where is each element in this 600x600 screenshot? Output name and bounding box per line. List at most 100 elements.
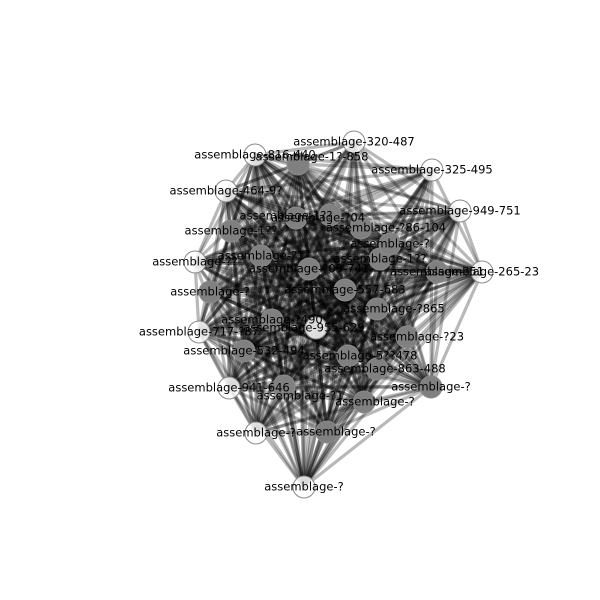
graph-node (249, 244, 273, 268)
graph-edge (227, 270, 484, 390)
label-layer: assemblage-320-487assemblage-816-440asse… (139, 135, 539, 494)
graph-edge (325, 209, 462, 434)
node-label: assemblage-557-683 (284, 283, 405, 297)
graph-edge (208, 290, 258, 435)
graph-edge (208, 290, 329, 434)
node-label: assemblage-? (350, 237, 429, 251)
graph-edge (270, 140, 356, 322)
graph-edge (296, 162, 462, 213)
graph-edge (343, 270, 439, 292)
graph-edge (197, 307, 379, 334)
node-label: assemblage-?51 (390, 265, 484, 279)
graph-edge (242, 270, 439, 353)
graph-edge (296, 162, 363, 230)
graph-edge (343, 288, 366, 404)
graph-edge (325, 270, 439, 434)
graph-edge (197, 254, 263, 334)
graph-edge (254, 367, 379, 435)
graph-edge (242, 216, 298, 353)
graph-node (198, 280, 222, 304)
graph-edge (270, 288, 347, 322)
graph-edge (208, 162, 300, 294)
graph-edge (208, 257, 382, 294)
graph-edge (193, 242, 392, 264)
graph-edge (405, 168, 434, 339)
graph-edge (259, 254, 433, 389)
graph-edge (229, 213, 332, 233)
node-label: assemblage-?86-104 (326, 221, 446, 235)
graph-edge (375, 168, 434, 311)
graph-edge (197, 330, 329, 434)
node-label: assemblage-? (170, 285, 249, 299)
graph-edge (282, 384, 366, 404)
graph-edge (253, 153, 439, 274)
graph-edge (294, 168, 434, 220)
graph-edge (197, 242, 392, 334)
graph-node (183, 250, 207, 274)
graph-edge (254, 430, 329, 435)
graph-node (260, 308, 284, 332)
node-label: assemblage-863-488 (324, 362, 445, 376)
graph-edge (253, 153, 286, 388)
graph-edge (270, 318, 379, 371)
node-label: assemblage-? (296, 425, 375, 439)
graph-edge (227, 270, 439, 390)
graph-edge (259, 254, 306, 489)
graph-edge (254, 288, 347, 435)
node-label: assemblage-320-487 (293, 135, 414, 149)
graph-edge (208, 290, 231, 390)
graph-edge (388, 242, 484, 274)
graph-edge (270, 318, 329, 434)
graph-edge (197, 216, 298, 334)
graph-edge (325, 242, 392, 434)
graph-edge (254, 257, 382, 435)
graph-edge (307, 257, 382, 271)
graph-edge (224, 189, 263, 258)
graph-node (342, 130, 366, 154)
graph-edge (405, 270, 484, 339)
graph-edge (282, 270, 439, 388)
graph-edge (197, 330, 306, 489)
graph-edge (307, 267, 484, 274)
node-label: assemblage-?09-741 (249, 262, 369, 276)
graph-edge (224, 189, 366, 404)
node-label: assemblage-532-494 (183, 344, 304, 358)
graph-edge (343, 288, 433, 389)
graph-edge (229, 229, 274, 322)
graph-edge (314, 209, 462, 330)
graph-edge (242, 349, 379, 371)
graph-edge (254, 335, 409, 435)
graph-edge (296, 162, 350, 358)
graph-node (217, 376, 241, 400)
graph-edge (352, 140, 433, 389)
graph-edge (259, 254, 379, 311)
graph-edge (307, 267, 379, 371)
graph-edge (346, 209, 462, 358)
graph-edge (259, 242, 392, 258)
graph-edge (254, 270, 484, 435)
node-label: assemblage-? (264, 480, 343, 494)
graph-edge (325, 288, 347, 434)
graph-edge (253, 153, 311, 271)
graph-edge (359, 226, 409, 339)
graph-edge (208, 288, 347, 294)
graph-edge (314, 168, 434, 330)
graph-edge (224, 189, 350, 358)
graph-edge (302, 307, 379, 489)
graph-edge (254, 254, 263, 435)
graph-edge (270, 307, 379, 322)
graph-edge (254, 354, 350, 435)
graph-edge (197, 226, 363, 334)
graph-node (470, 260, 494, 284)
graph-edge (325, 385, 433, 434)
graph-edge (224, 189, 462, 213)
graph-node (272, 374, 296, 398)
graph-node (395, 325, 419, 349)
graph-node (448, 199, 472, 223)
graph-edge (270, 270, 484, 322)
graph-edge (253, 153, 363, 230)
node-label: assemblage-?865 (343, 302, 444, 316)
graph-edge (346, 257, 382, 358)
graph-edge (359, 209, 462, 230)
graph-edge (259, 254, 382, 261)
